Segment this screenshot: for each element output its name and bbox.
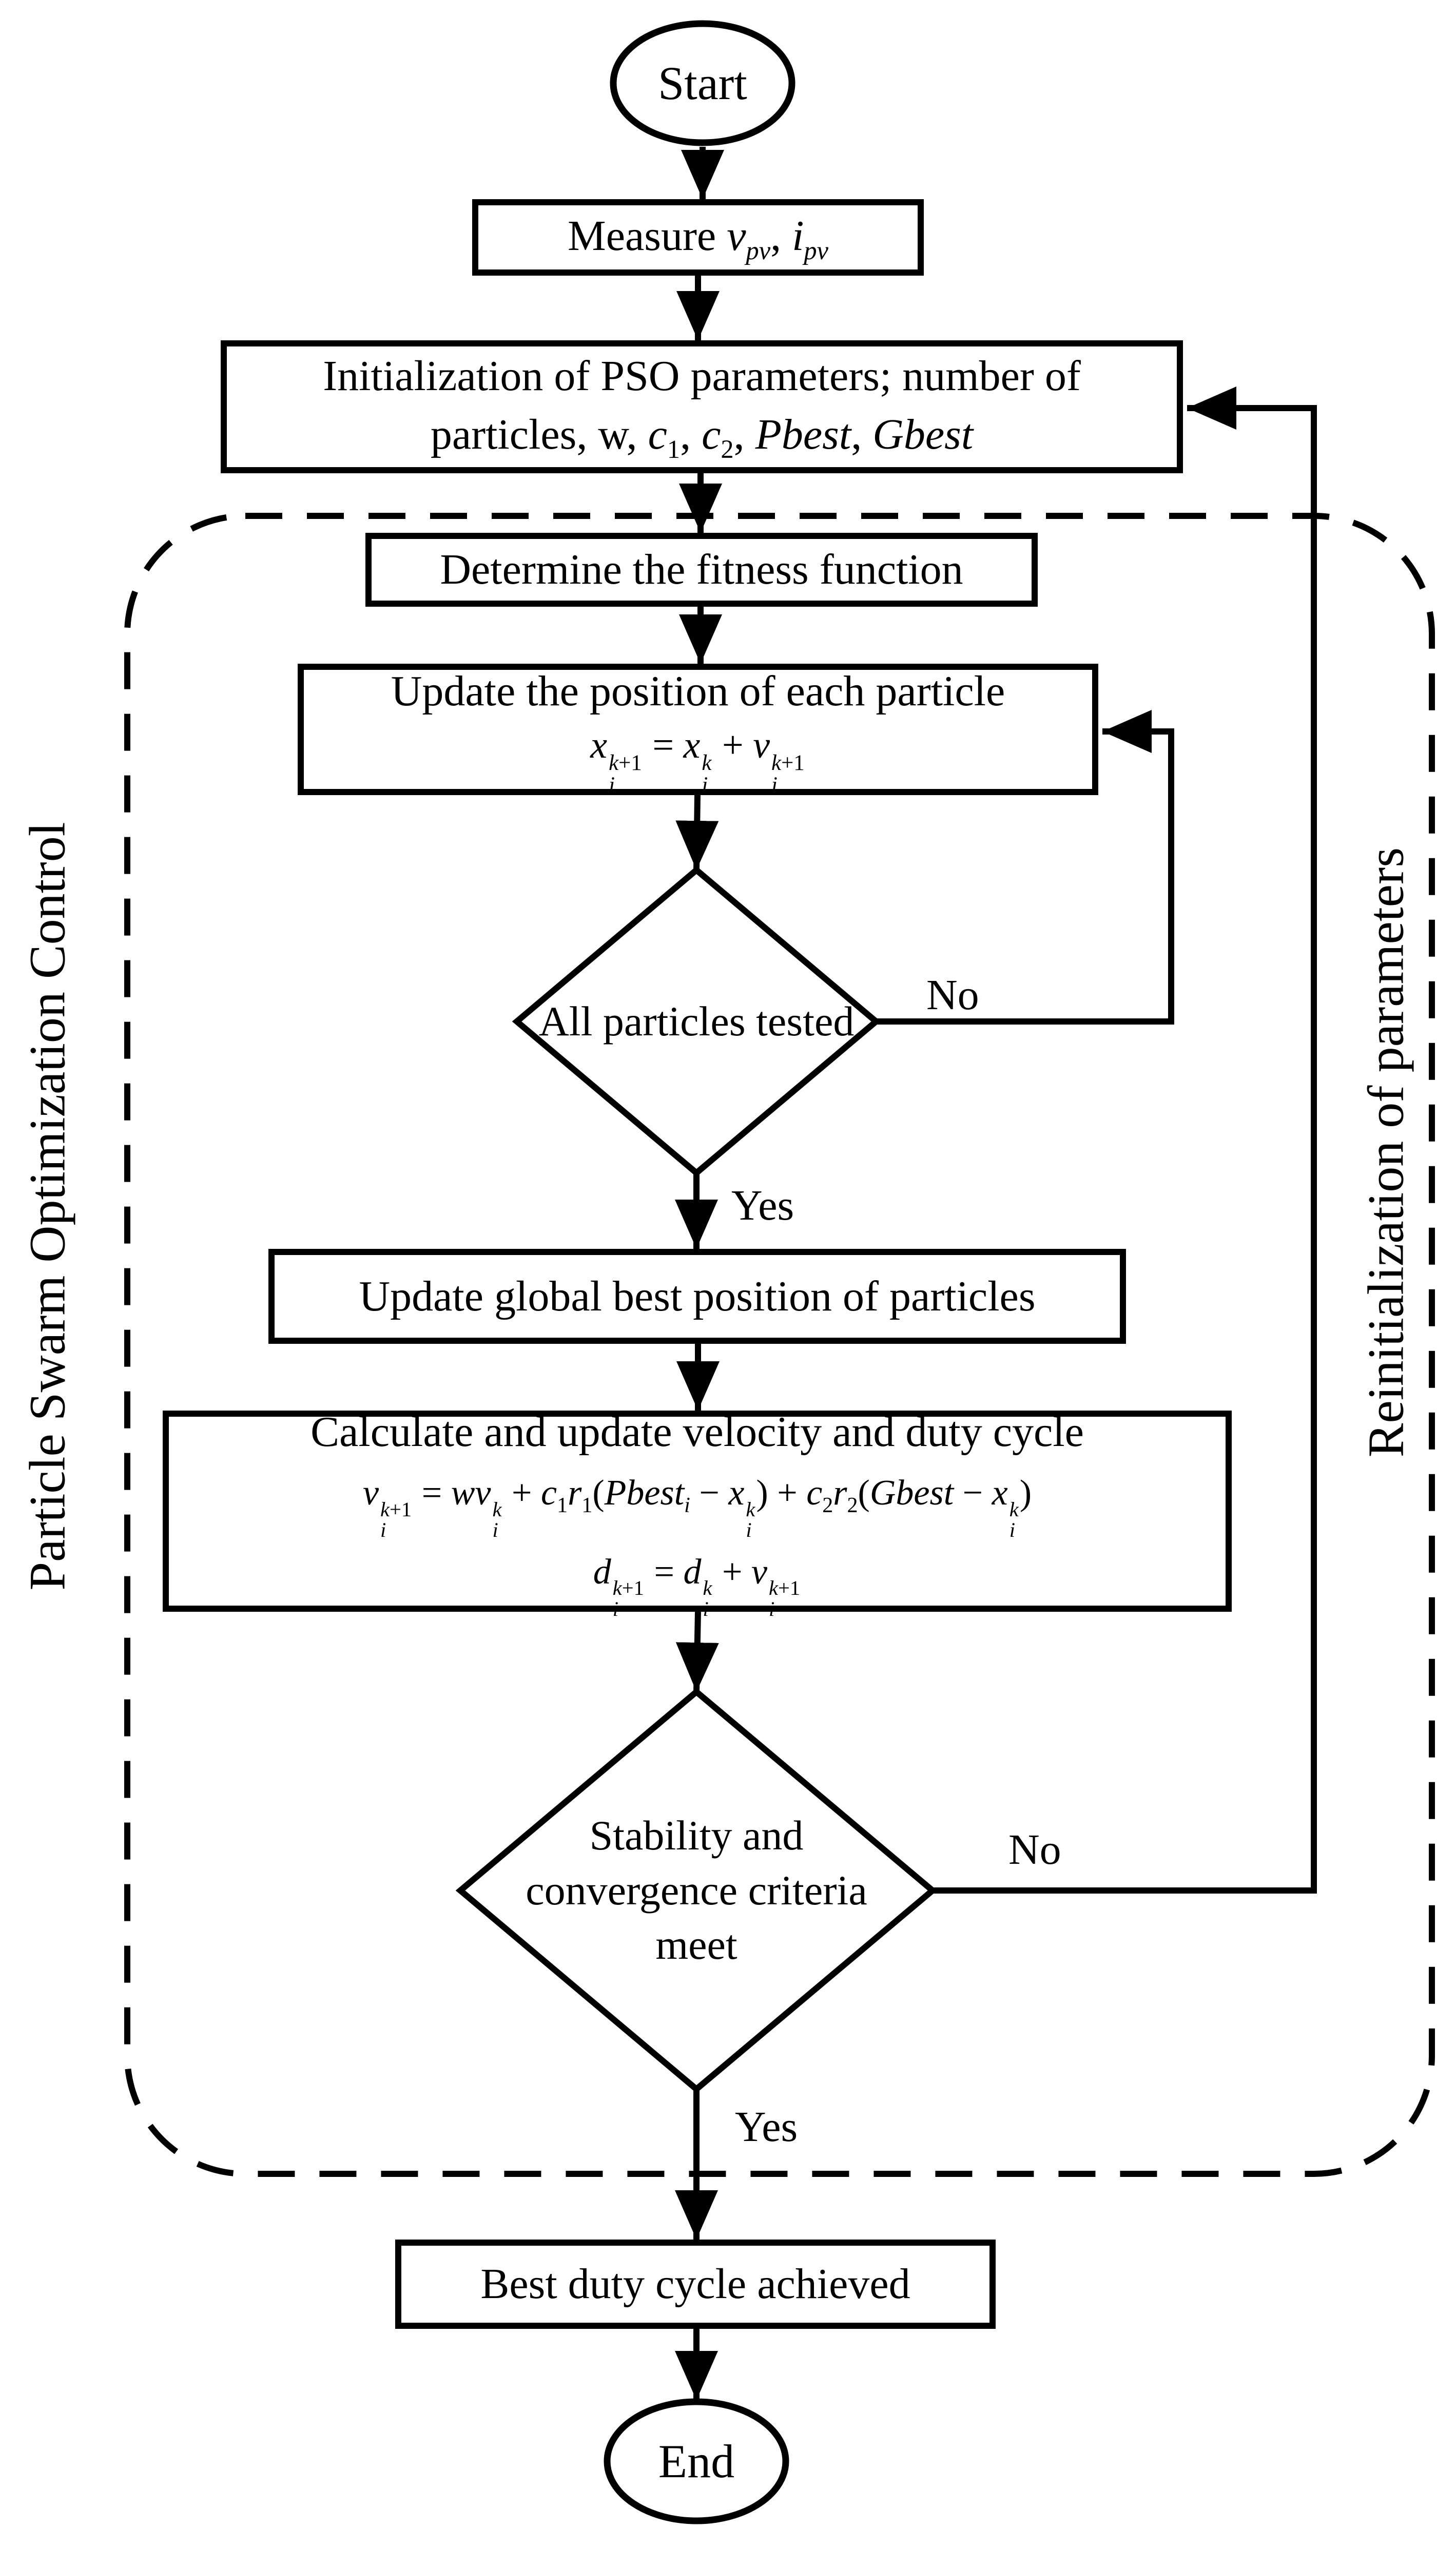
start-label: Start (658, 57, 747, 109)
stability-decision-diamond (455, 1688, 938, 2093)
measure-box: Measure vpv, ipv (472, 199, 924, 276)
all-tested-yes-label: Yes (731, 1182, 794, 1229)
update-global-box: Update global best position of particles (268, 1249, 1126, 1344)
all-tested-label: All particles tested (538, 997, 855, 1045)
measure-label: Measure vpv, ipv (568, 212, 828, 265)
all-tested-no-label: No (926, 971, 979, 1019)
init-line1: Initialization of PSO parameters; number… (323, 352, 1081, 400)
init-box: Initialization of PSO parameters; number… (221, 340, 1183, 473)
fitness-label: Determine the fitness function (440, 546, 963, 594)
fitness-box: Determine the fitness function (365, 533, 1038, 607)
loop-all-tested-no (876, 710, 1174, 1025)
pso-control-dashed-region (124, 513, 1435, 2177)
arrow-update-position-to-all-tested (675, 795, 719, 871)
stability-yes-label: Yes (735, 2103, 798, 2151)
update-global-label: Update global best position of particles (359, 1272, 1036, 1320)
all-tested-decision-diamond (512, 866, 881, 1177)
best-duty-box: Best duty cycle achieved (395, 2240, 996, 2329)
left-region-label-text: Particle Swarm Optimization Control (18, 822, 76, 1591)
best-duty-label: Best duty cycle achieved (480, 2260, 910, 2308)
end-terminal-ellipse (604, 2398, 789, 2524)
stability-no-label: No (1008, 1826, 1061, 1874)
update-position-line1: Update the position of each particle (391, 667, 1005, 716)
stability-label: Stability and convergence criteria meet (526, 1812, 867, 1969)
arrow-calculate-to-stability (675, 1611, 719, 1692)
end-label: End (658, 2435, 735, 2487)
loop-stability-no (933, 387, 1317, 1894)
calculate-box: Calculate and update velocity and duty c… (163, 1408, 1232, 1619)
right-region-label-text: Reinitialization of parameters (1357, 847, 1414, 1458)
start-terminal-ellipse (610, 20, 795, 146)
calculate-line1: Calculate and update velocity and duty c… (310, 1407, 1084, 1456)
init-line2: particles, w, c1, c2, Pbest, Gbest (430, 410, 974, 464)
